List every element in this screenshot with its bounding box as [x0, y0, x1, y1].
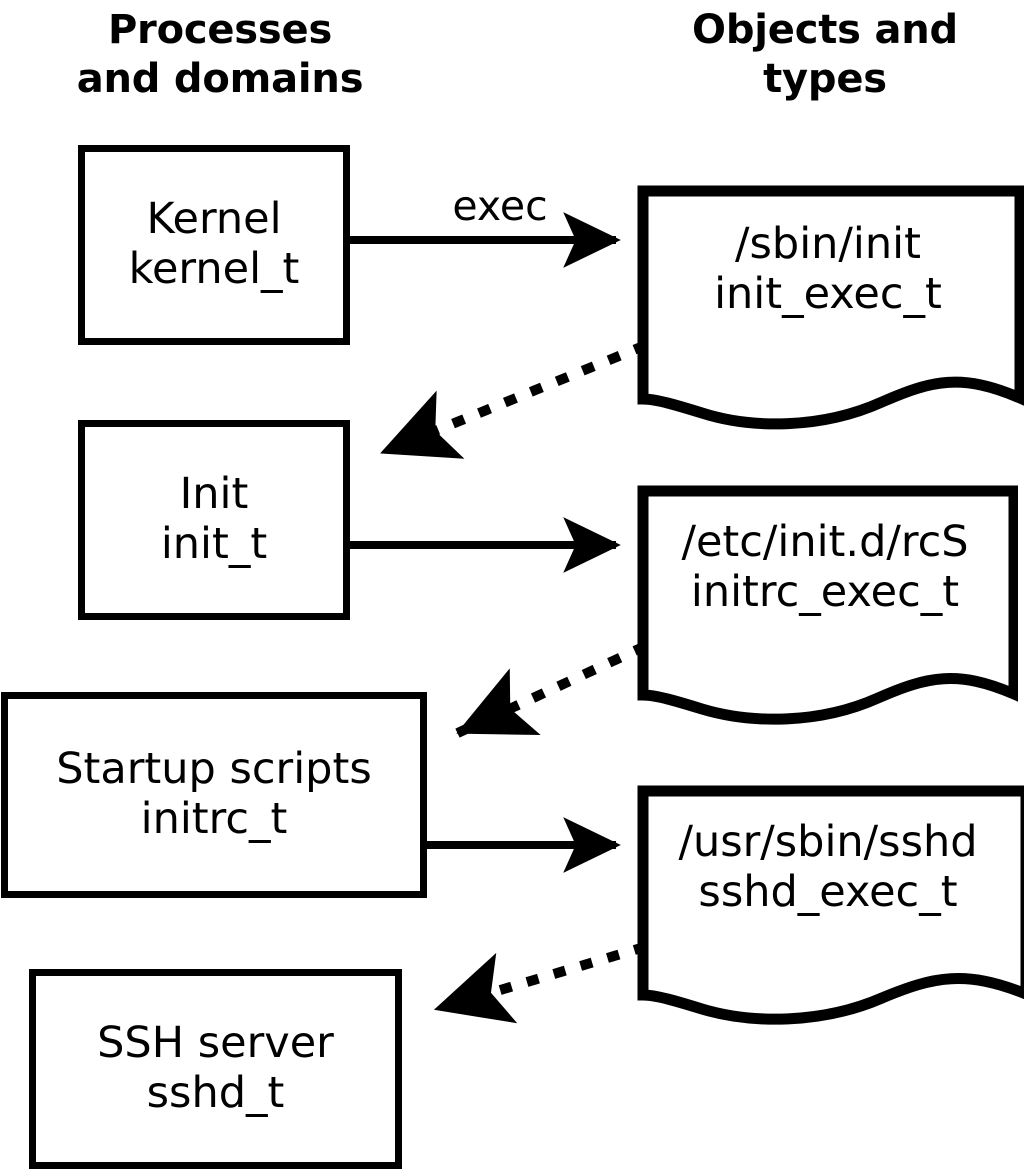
object-node-sshd-exec[interactable]: /usr/sbin/sshd sshd_exec_t	[632, 780, 1024, 1026]
object-node-initrc-exec[interactable]: /etc/init.d/rcS initrc_exec_t	[632, 480, 1018, 726]
object-node-sshd-exec-type: sshd_exec_t	[698, 867, 958, 917]
edge-initrc-exec-to-initrc	[455, 641, 648, 738]
process-node-init[interactable]: Init init_t	[78, 420, 350, 620]
column-header-objects: Objects and types	[692, 7, 958, 102]
object-node-initrc-exec-type: initrc_exec_t	[690, 567, 960, 617]
process-node-startup-scripts[interactable]: Startup scripts initrc_t	[1, 692, 427, 898]
object-node-init-exec[interactable]: /sbin/init init_exec_t	[632, 180, 1024, 430]
object-node-sshd-exec-path: /usr/sbin/sshd	[678, 817, 978, 867]
process-node-init-type: init_t	[160, 519, 268, 569]
edge-sshd-exec-to-sshd	[433, 941, 648, 1024]
object-node-init-exec-type: init_exec_t	[714, 269, 942, 319]
edge-label-exec: exec	[452, 182, 548, 230]
column-header-processes: Processes and domains	[76, 7, 364, 102]
process-node-startup-scripts-name: Startup scripts	[56, 744, 372, 795]
process-node-init-name: Init	[179, 469, 249, 520]
process-node-kernel-type: kernel_t	[128, 244, 300, 294]
object-node-initrc-exec-path: /etc/init.d/rcS	[681, 517, 969, 567]
process-node-kernel[interactable]: Kernel kernel_t	[78, 145, 350, 345]
process-node-ssh-server-type: sshd_t	[146, 1068, 285, 1118]
process-node-startup-scripts-type: initrc_t	[140, 794, 288, 844]
edge-init-exec-to-init	[379, 340, 648, 459]
process-node-ssh-server[interactable]: SSH server sshd_t	[29, 969, 402, 1169]
process-node-kernel-name: Kernel	[146, 194, 282, 245]
process-node-ssh-server-name: SSH server	[97, 1018, 334, 1069]
object-node-init-exec-path: /sbin/init	[735, 219, 921, 269]
